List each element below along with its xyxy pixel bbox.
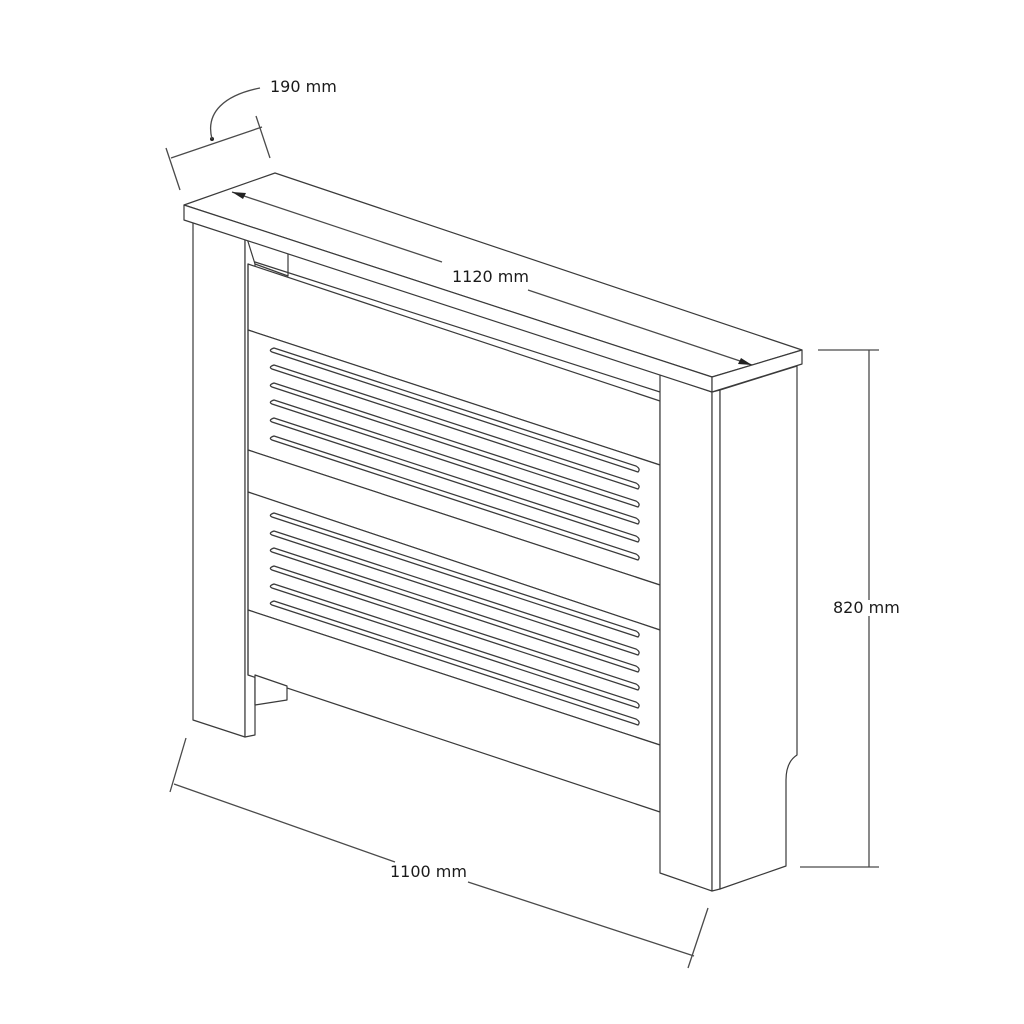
top-width-label: 1120 mm <box>452 267 529 286</box>
depth-dimension <box>165 87 271 191</box>
upper-grille-slots <box>269 347 640 561</box>
body-width-dimension <box>169 737 709 969</box>
height-label: 820 mm <box>833 598 900 617</box>
lower-grille-slots <box>269 512 640 726</box>
depth-label: 190 mm <box>270 77 337 96</box>
body-width-label: 1100 mm <box>390 862 467 881</box>
right-leg <box>659 365 798 892</box>
top-width-dimension <box>231 191 753 366</box>
top-board <box>183 172 803 393</box>
